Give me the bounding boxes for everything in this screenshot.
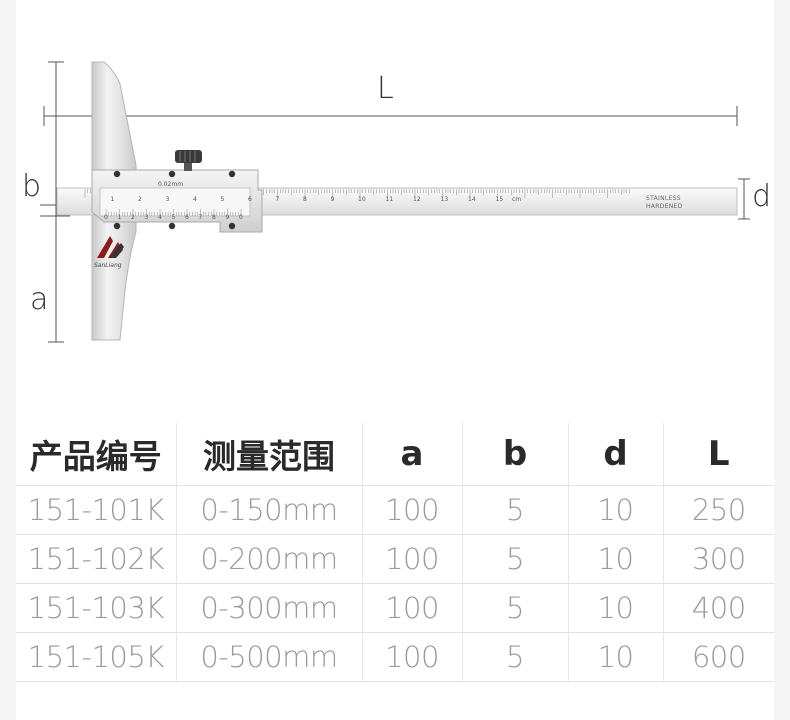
scale-number: 12 xyxy=(413,196,421,203)
cell-a: 100 xyxy=(361,534,462,584)
dimension-a-label: a xyxy=(30,282,49,317)
scale-number: 10 xyxy=(358,196,366,203)
cell-range: 0-500mm xyxy=(175,632,362,682)
dimension-L xyxy=(43,106,738,126)
vernier-number: 3 xyxy=(144,214,149,221)
scale-number: 13 xyxy=(440,196,449,203)
scale-number: 14 xyxy=(468,196,476,203)
scale-number: 7 xyxy=(275,196,280,203)
header-range: 测量范围 xyxy=(175,423,362,486)
scale-number: 3 xyxy=(165,196,170,203)
table-row: 151-105K 0-500mm 100 5 10 600 xyxy=(16,632,774,682)
resolution-label: 0.02mm xyxy=(158,181,184,188)
stamp-hardened: HARDENED xyxy=(646,203,683,210)
brand-name: SanLiang xyxy=(94,262,122,269)
scale-number: 15 xyxy=(495,196,504,203)
cell-a: 100 xyxy=(361,485,462,535)
cell-L: 300 xyxy=(662,534,774,584)
scale-number: 4 xyxy=(193,196,197,203)
vernier-number: 1 xyxy=(117,214,122,221)
depth-gauge-diagram: L b d a 0.02mm STAINLESS HARDENED SanLia… xyxy=(22,61,772,343)
header-a: a xyxy=(361,423,462,486)
spec-table: 产品编号 测量范围 a b d L 151-101K 0-150mm 100 5… xyxy=(16,423,774,682)
scale-number: 5 xyxy=(220,196,225,203)
depth-gauge-drawing xyxy=(40,61,750,343)
table-row: 151-101K 0-150mm 100 5 10 250 xyxy=(16,485,774,535)
cell-b: 5 xyxy=(461,632,568,682)
vernier-number: 4 xyxy=(158,214,162,221)
slider-screws xyxy=(113,170,236,230)
vernier-number: 2 xyxy=(131,214,135,221)
cell-product-code: 151-102K xyxy=(16,534,176,584)
cell-d: 10 xyxy=(567,534,663,584)
spec-header-row: 产品编号 测量范围 a b d L xyxy=(16,423,774,486)
header-L: L xyxy=(662,423,774,486)
cell-product-code: 151-101K xyxy=(16,485,176,535)
scale-number: 2 xyxy=(138,196,142,203)
screw-icon xyxy=(168,222,176,230)
scale-number: 11 xyxy=(385,196,394,203)
cell-a: 100 xyxy=(361,583,462,633)
cell-d: 10 xyxy=(567,632,663,682)
cell-range: 0-150mm xyxy=(175,485,362,535)
cell-L: 600 xyxy=(662,632,774,682)
locking-knob-icon[interactable] xyxy=(175,150,202,171)
table-row: 151-103K 0-300mm 100 5 10 400 xyxy=(16,583,774,633)
dimension-d-label: d xyxy=(752,179,772,214)
cell-range: 0-300mm xyxy=(175,583,362,633)
scale-number: 8 xyxy=(303,196,307,203)
cell-a: 100 xyxy=(361,632,462,682)
cell-product-code: 151-105K xyxy=(16,632,176,682)
table-row: 151-102K 0-200mm 100 5 10 300 xyxy=(16,534,774,584)
screw-icon xyxy=(113,222,121,230)
cell-L: 400 xyxy=(662,583,774,633)
scale-number: cm xyxy=(512,196,522,203)
cell-d: 10 xyxy=(567,583,663,633)
header-d: d xyxy=(567,423,663,486)
screw-icon xyxy=(113,170,121,178)
scale-number: 9 xyxy=(330,196,335,203)
stamp-stainless: STAINLESS xyxy=(646,195,681,202)
cell-product-code: 151-103K xyxy=(16,583,176,633)
screw-icon xyxy=(168,170,176,178)
header-product-code: 产品编号 xyxy=(16,423,176,486)
vernier-window xyxy=(99,187,251,217)
dimension-L-label: L xyxy=(377,71,394,106)
dimension-d xyxy=(738,178,750,220)
screw-icon xyxy=(228,222,236,230)
dimension-b-label: b xyxy=(22,169,42,204)
vernier-number: 0 xyxy=(239,214,243,221)
vernier-number: 5 xyxy=(171,214,176,221)
header-b: b xyxy=(461,423,568,486)
screw-icon xyxy=(228,170,236,178)
vernier-number: 9 xyxy=(225,214,230,221)
scale-number: 6 xyxy=(248,196,252,203)
cell-b: 5 xyxy=(461,485,568,535)
cell-range: 0-200mm xyxy=(175,534,362,584)
cell-d: 10 xyxy=(567,485,663,535)
cell-L: 250 xyxy=(662,485,774,535)
vernier-ticks xyxy=(105,209,242,216)
cell-b: 5 xyxy=(461,583,568,633)
scale-number: 1 xyxy=(110,196,115,203)
vernier-number: 6 xyxy=(185,214,189,221)
vernier-number: 8 xyxy=(212,214,216,221)
sanliang-logo-icon xyxy=(97,236,124,258)
cell-b: 5 xyxy=(461,534,568,584)
vernier-number: 0 xyxy=(104,214,108,221)
vernier-number: 7 xyxy=(198,214,203,221)
